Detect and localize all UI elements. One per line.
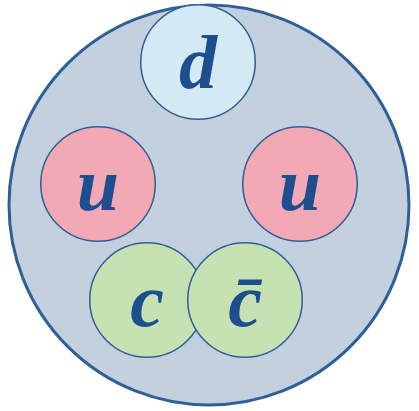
quark-circle: c̄	[187, 242, 303, 358]
quark-shape	[41, 127, 156, 242]
quark-shape	[141, 5, 256, 120]
quark-circle: u	[242, 126, 358, 242]
quark-label: u	[279, 146, 321, 222]
quark-shape	[243, 127, 358, 242]
quark-label: u	[77, 146, 119, 222]
quark-label: c̄	[228, 262, 262, 338]
quark-shape	[188, 243, 303, 358]
quark-label: c	[130, 262, 164, 338]
quark-circle: u	[40, 126, 156, 242]
quark-circle: d	[140, 4, 256, 120]
quark-label: d	[179, 24, 217, 100]
hadron-circle	[9, 5, 409, 405]
